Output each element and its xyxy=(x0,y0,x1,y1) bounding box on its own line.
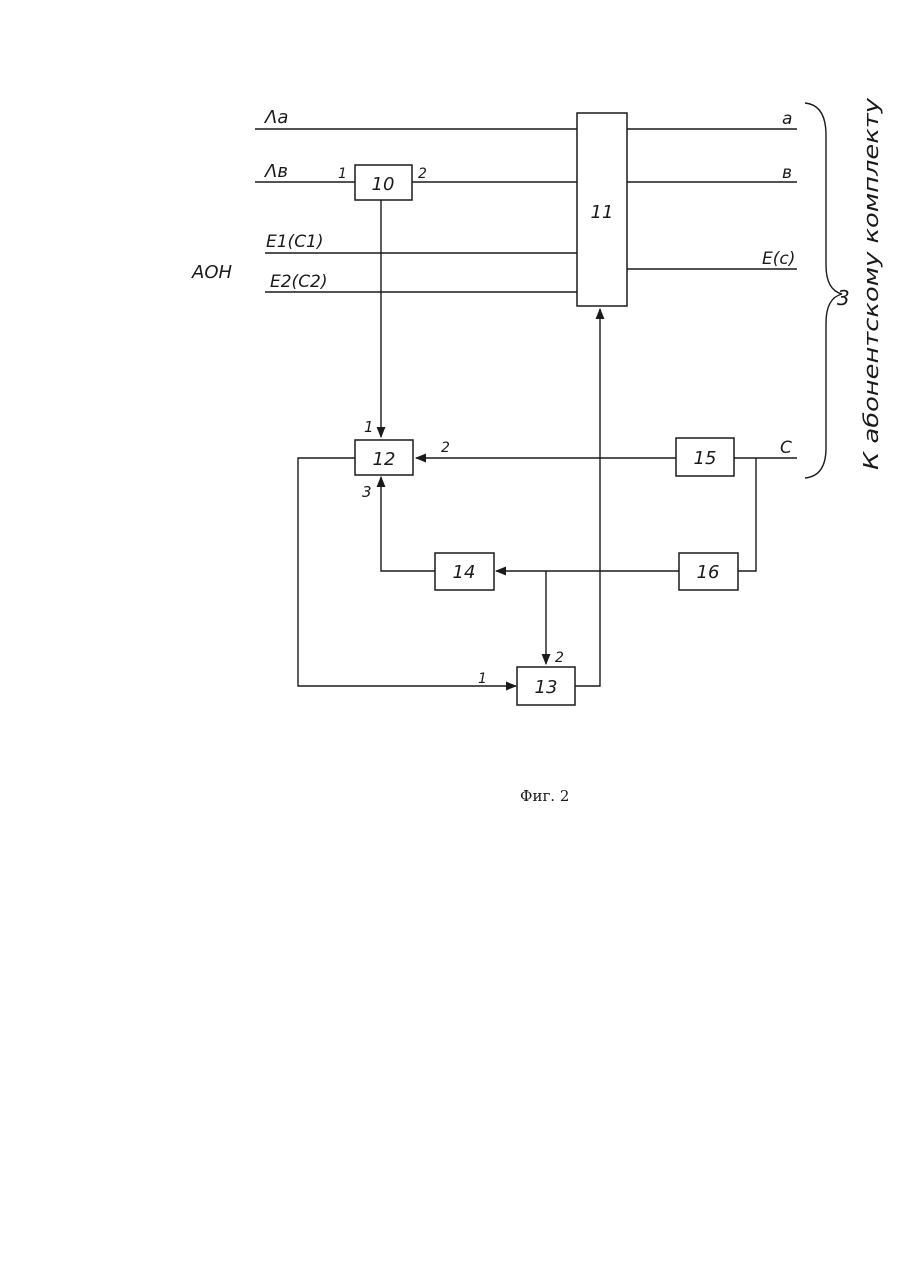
brace-number: 3 xyxy=(837,286,850,310)
block-12-label: 12 xyxy=(373,449,396,470)
line-c-to-16 xyxy=(738,458,756,571)
input-group-label: AOH xyxy=(191,262,232,283)
port-10-out: 2 xyxy=(418,166,427,182)
input-label-e2: E2(C2) xyxy=(270,272,328,292)
port-10-in: 1 xyxy=(338,166,347,182)
figure-caption: Фиг. 2 xyxy=(520,787,569,805)
input-label-line-a: Λа xyxy=(263,107,288,128)
output-label-e: E(c) xyxy=(762,249,795,269)
block-10-label: 10 xyxy=(372,174,395,195)
block-15-label: 15 xyxy=(694,448,717,469)
port-12-2: 2 xyxy=(441,440,450,456)
input-label-e1: E1(C1) xyxy=(266,232,324,252)
output-label-c: С xyxy=(780,438,792,458)
line-13-to-11 xyxy=(575,309,600,686)
block-16-label: 16 xyxy=(697,562,720,583)
block-14-label: 14 xyxy=(453,562,476,583)
port-13-2: 2 xyxy=(555,650,564,666)
port-12-3: 3 xyxy=(362,483,372,501)
side-text: К абонентскому комплекту xyxy=(859,97,883,470)
output-label-a: а xyxy=(782,109,792,129)
block-11-label: 11 xyxy=(591,202,614,223)
block-13-label: 13 xyxy=(535,677,558,698)
line-14-to-12 xyxy=(381,477,435,571)
output-label-b: в xyxy=(782,163,792,183)
input-label-line-b: Λв xyxy=(263,161,288,182)
port-13-1: 1 xyxy=(478,671,487,687)
port-12-1: 1 xyxy=(364,418,374,436)
